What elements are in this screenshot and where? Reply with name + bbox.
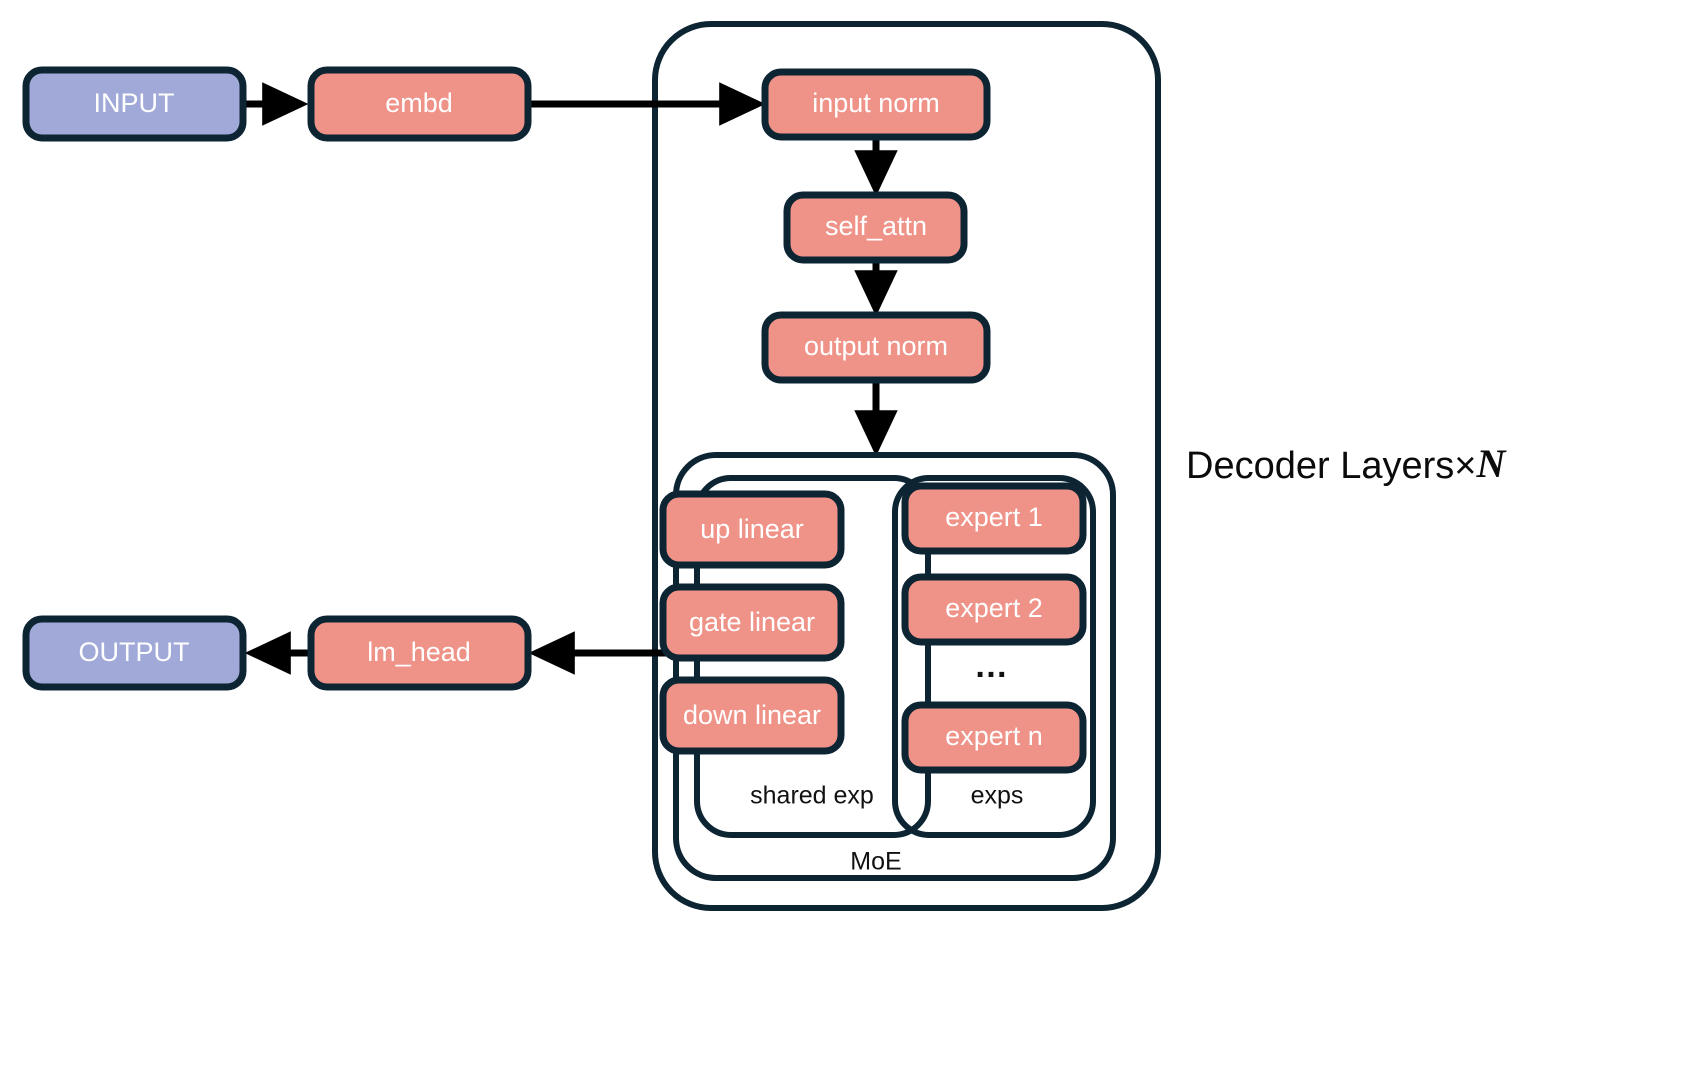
gate-linear-rect[interactable] xyxy=(659,583,845,662)
exps-label: exps xyxy=(971,782,1024,810)
expert-n-label: expert n xyxy=(945,721,1043,751)
input-norm-label: input norm xyxy=(812,88,940,118)
decoder-layers-group xyxy=(652,21,1161,911)
embd-rect[interactable] xyxy=(307,66,532,142)
shared-exp-group: shared exp up linear gate linear down li… xyxy=(659,475,931,838)
down-linear-label: down linear xyxy=(683,700,821,730)
block-embd[interactable]: embd xyxy=(307,66,532,142)
block-expert-2[interactable]: expert 2 xyxy=(901,573,1087,646)
block-output[interactable]: OUTPUT xyxy=(22,615,247,691)
self-attn-label: self_attn xyxy=(825,211,927,241)
block-input[interactable]: INPUT xyxy=(22,66,247,142)
embd-label: embd xyxy=(385,88,453,118)
output-label: OUTPUT xyxy=(79,637,190,667)
exps-border xyxy=(892,475,1096,838)
self-attn-rect[interactable] xyxy=(783,191,968,264)
expert-2-label: expert 2 xyxy=(945,593,1043,623)
exps-group: exps expert 1 expert 2 … expert n xyxy=(892,475,1096,838)
output-norm-label: output norm xyxy=(804,331,948,361)
block-expert-n[interactable]: expert n xyxy=(901,701,1087,774)
down-linear-rect[interactable] xyxy=(659,676,845,755)
input-norm-rect[interactable] xyxy=(761,68,991,141)
up-linear-rect[interactable] xyxy=(659,490,845,569)
input-rect[interactable] xyxy=(22,66,247,142)
block-gate-linear[interactable]: gate linear xyxy=(659,583,845,662)
block-down-linear[interactable]: down linear xyxy=(659,676,845,755)
output-norm-rect[interactable] xyxy=(761,311,991,384)
expert-1-label: expert 1 xyxy=(945,502,1043,532)
gate-linear-label: gate linear xyxy=(689,607,815,637)
output-rect[interactable] xyxy=(22,615,247,691)
decoder-layers-caption: Decoder Layers×N xyxy=(1186,441,1507,487)
expert-ellipsis: … xyxy=(974,647,1010,685)
block-self-attn[interactable]: self_attn xyxy=(783,191,968,264)
block-expert-1[interactable]: expert 1 xyxy=(901,482,1087,555)
block-lm-head[interactable]: lm_head xyxy=(307,615,532,691)
lm-head-label: lm_head xyxy=(367,637,471,667)
lm-head-rect[interactable] xyxy=(307,615,532,691)
decoder-layers-caption-text: Decoder Layers× xyxy=(1186,445,1476,487)
up-linear-label: up linear xyxy=(700,514,804,544)
decoder-layers-caption-n: N xyxy=(1475,441,1507,486)
shared-exp-label: shared exp xyxy=(750,782,874,810)
moe-label: MoE xyxy=(850,848,901,876)
expert-2-rect[interactable] xyxy=(901,573,1087,646)
moe-border xyxy=(673,452,1116,881)
block-input-norm[interactable]: input norm xyxy=(761,68,991,141)
block-up-linear[interactable]: up linear xyxy=(659,490,845,569)
expert-1-rect[interactable] xyxy=(901,482,1087,555)
decoder-layers-border xyxy=(652,21,1161,911)
input-label: INPUT xyxy=(94,88,175,118)
block-output-norm[interactable]: output norm xyxy=(761,311,991,384)
expert-n-rect[interactable] xyxy=(901,701,1087,774)
moe-group: MoE shared exp up linear gate linear xyxy=(659,452,1116,881)
